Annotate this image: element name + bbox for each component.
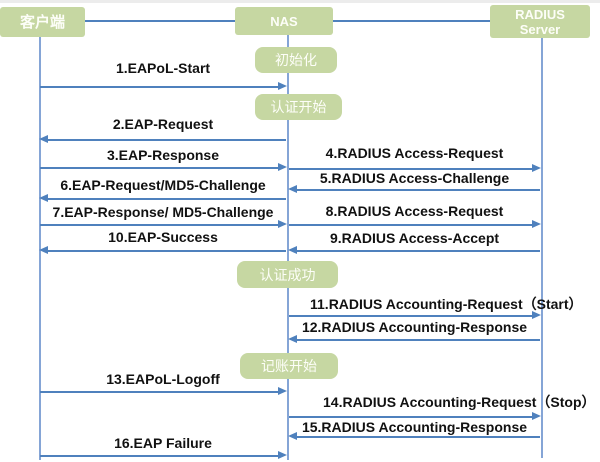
message-arrow-line — [40, 86, 278, 88]
actor-box-nas: NAS — [235, 7, 333, 35]
message-arrow-line — [297, 436, 540, 438]
arrowhead-right-icon — [532, 164, 541, 172]
actor-box-client: 客户端 — [0, 7, 85, 37]
message-label: 1.EAPoL-Start — [115, 60, 211, 76]
arrowhead-left-icon — [288, 246, 297, 254]
message-arrow-line — [289, 416, 532, 418]
message-label: 15.RADIUS Accounting-Response — [301, 419, 528, 435]
message-arrow-line — [40, 391, 278, 393]
message-arrow-line — [297, 339, 540, 341]
message-label: 5.RADIUS Access-Challenge — [319, 170, 510, 186]
arrowhead-left-icon — [288, 335, 297, 343]
phase-label: 初始化 — [255, 47, 337, 73]
message-label: 8.RADIUS Access-Request — [325, 203, 504, 219]
message-label: 13.EAPoL-Logoff — [106, 371, 220, 387]
arrowhead-right-icon — [532, 412, 541, 420]
actor-connector-line — [333, 20, 490, 22]
arrowhead-right-icon — [278, 220, 287, 228]
message-arrow-line — [48, 198, 286, 200]
phase-label: 认证成功 — [237, 261, 338, 288]
message-label: 6.EAP-Request/MD5-Challenge — [60, 177, 266, 193]
arrowhead-right-icon — [278, 451, 287, 459]
message-label: 4.RADIUS Access-Request — [325, 145, 504, 161]
message-label: 10.EAP-Success — [108, 229, 218, 245]
message-label: 9.RADIUS Access-Accept — [329, 230, 500, 246]
message-arrow-line — [289, 168, 532, 170]
actor-connector-line — [85, 20, 235, 22]
arrowhead-right-icon — [532, 220, 541, 228]
message-label: 12.RADIUS Accounting-Response — [301, 319, 528, 335]
arrowhead-left-icon — [39, 135, 48, 143]
message-arrow-line — [48, 139, 286, 141]
message-label: 16.EAP Failure — [114, 435, 212, 451]
message-arrow-line — [48, 250, 286, 252]
message-arrow-line — [40, 455, 278, 457]
message-arrow-line — [40, 167, 278, 169]
actor-box-radius: RADIUS Server — [490, 5, 590, 38]
message-label: 3.EAP-Response — [106, 147, 220, 163]
page-edge-strip — [0, 0, 600, 3]
message-arrow-line — [297, 250, 540, 252]
actor-label: NAS — [270, 13, 298, 29]
arrowhead-left-icon — [39, 246, 48, 254]
arrowhead-left-icon — [288, 185, 297, 193]
actor-label: RADIUS Server — [515, 6, 565, 37]
message-label: 2.EAP-Request — [112, 116, 214, 132]
arrowhead-right-icon — [278, 82, 287, 90]
message-arrow-line — [289, 224, 532, 226]
arrowhead-right-icon — [278, 387, 287, 395]
message-label: 14.RADIUS Accounting-Request（Stop） — [323, 394, 596, 410]
message-label: 7.EAP-Response/ MD5-Challenge — [52, 204, 274, 220]
lifeline-radius — [541, 38, 543, 458]
message-arrow-line — [297, 189, 540, 191]
message-arrow-line — [40, 224, 278, 226]
arrowhead-left-icon — [39, 194, 48, 202]
phase-label: 认证开始 — [255, 94, 342, 120]
message-label: 11.RADIUS Accounting-Request（Start） — [310, 296, 583, 312]
arrowhead-right-icon — [532, 311, 541, 319]
arrowhead-left-icon — [288, 432, 297, 440]
actor-label: 客户端 — [19, 13, 65, 31]
message-arrow-line — [289, 315, 532, 317]
arrowhead-right-icon — [278, 163, 287, 171]
phase-label: 记账开始 — [240, 353, 338, 379]
